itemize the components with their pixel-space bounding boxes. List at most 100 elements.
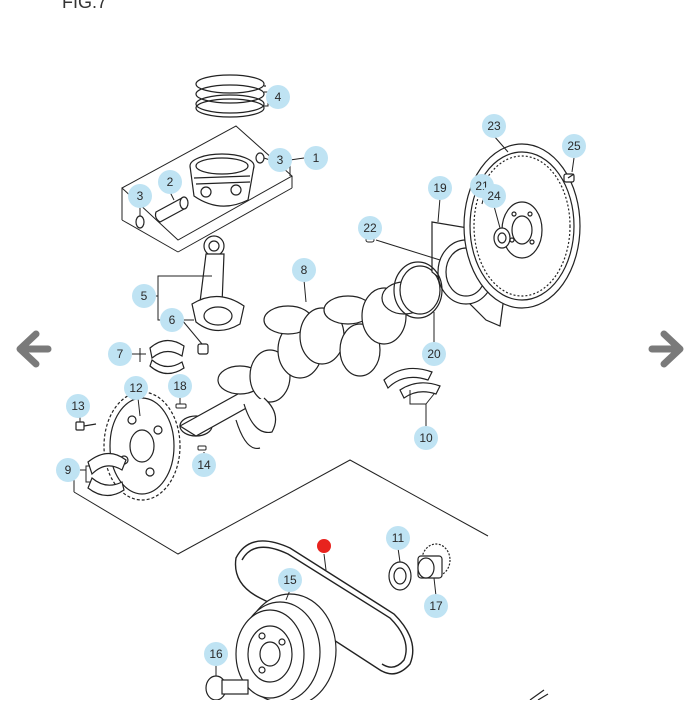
- callout-number: 1: [313, 151, 320, 165]
- callout-7[interactable]: 7: [108, 342, 132, 366]
- callout-number: 14: [197, 458, 211, 472]
- callout-number: 24: [487, 189, 501, 203]
- callout-bubble[interactable]: [304, 146, 328, 170]
- piston: [189, 153, 255, 207]
- callout-19[interactable]: 19: [428, 176, 452, 200]
- callout-bubble[interactable]: [128, 184, 152, 208]
- callout-bubble[interactable]: [562, 134, 586, 158]
- figure-label: FIG.7: [62, 0, 108, 12]
- flywheel-bolt: [563, 173, 575, 183]
- callout-13[interactable]: 13: [66, 394, 90, 418]
- previous-arrow-icon[interactable]: [8, 326, 54, 372]
- callout-bubble[interactable]: [160, 308, 184, 332]
- callout-11[interactable]: 11: [386, 526, 410, 550]
- callout-24[interactable]: 24: [482, 184, 506, 208]
- callout-3[interactable]: 3: [268, 148, 292, 172]
- callout-bubble[interactable]: [266, 85, 290, 109]
- callout-25[interactable]: 25: [562, 134, 586, 158]
- callout-23[interactable]: 23: [482, 114, 506, 138]
- callout-bubble[interactable]: [386, 526, 410, 550]
- callout-bubble[interactable]: [278, 568, 302, 592]
- callout-bubble[interactable]: [204, 642, 228, 666]
- pulley-bolt: [205, 675, 249, 701]
- flywheel: [463, 143, 581, 309]
- callout-bubble[interactable]: [132, 284, 156, 308]
- pulley-key: [197, 445, 207, 451]
- timing-sprocket: [103, 391, 181, 501]
- callout-20[interactable]: 20: [422, 342, 446, 366]
- callout-number: 16: [209, 647, 223, 661]
- callout-bubble[interactable]: [168, 374, 192, 398]
- callout-number: 12: [129, 381, 143, 395]
- callout-17[interactable]: 17: [424, 594, 448, 618]
- callout-bubbles: 1233456789101112131415161718192021222324…: [56, 85, 586, 666]
- callout-12[interactable]: 12: [124, 376, 148, 400]
- callout-number: 7: [117, 347, 124, 361]
- callout-bubble[interactable]: [56, 458, 80, 482]
- callout-number: 18: [173, 379, 187, 393]
- callout-number: 25: [567, 139, 581, 153]
- callout-bubble[interactable]: [414, 426, 438, 450]
- callout-3[interactable]: 3: [128, 184, 152, 208]
- callout-6[interactable]: 6: [160, 308, 184, 332]
- callout-4[interactable]: 4: [266, 85, 290, 109]
- callout-bubble[interactable]: [108, 342, 132, 366]
- crankshaft: [178, 265, 441, 450]
- callout-14[interactable]: 14: [192, 453, 216, 477]
- callout-bubble[interactable]: [424, 594, 448, 618]
- callout-number: 3: [277, 153, 284, 167]
- crank-key: [175, 403, 187, 409]
- callout-15[interactable]: 15: [278, 568, 302, 592]
- callout-bubble[interactable]: [192, 453, 216, 477]
- thrust-bearing: [87, 452, 127, 497]
- callout-18[interactable]: 18: [168, 374, 192, 398]
- callout-number: 22: [363, 221, 377, 235]
- callout-number: 19: [433, 181, 447, 195]
- callout-bubble[interactable]: [428, 176, 452, 200]
- callout-22[interactable]: 22: [358, 216, 382, 240]
- callout-16[interactable]: 16: [204, 642, 228, 666]
- callout-bubble[interactable]: [358, 216, 382, 240]
- callout-9[interactable]: 9: [56, 458, 80, 482]
- leader-lines: [79, 91, 575, 676]
- callout-8[interactable]: 8: [292, 258, 316, 282]
- callout-bubble[interactable]: [482, 184, 506, 208]
- drive-belt: [234, 540, 414, 675]
- callout-number: 2: [167, 175, 174, 189]
- callout-number: 13: [71, 399, 85, 413]
- callout-number: 9: [65, 463, 72, 477]
- pilot-bearing: [493, 227, 511, 249]
- sprocket-bolt: [75, 421, 97, 431]
- callout-5[interactable]: 5: [132, 284, 156, 308]
- callout-number: 23: [487, 119, 501, 133]
- callout-number: 3: [137, 189, 144, 203]
- crank-pulley: [235, 593, 337, 705]
- callout-number: 6: [169, 313, 176, 327]
- callout-number: 11: [392, 531, 405, 545]
- callout-10[interactable]: 10: [414, 426, 438, 450]
- selected-hotspot-marker[interactable]: [317, 539, 331, 553]
- callout-number: 20: [427, 347, 441, 361]
- piston-group-outline: [121, 125, 293, 253]
- callout-number: 15: [283, 573, 297, 587]
- callout-bubble[interactable]: [422, 342, 446, 366]
- callout-bubble[interactable]: [482, 114, 506, 138]
- piston-pin: [154, 196, 189, 223]
- corner-fragment: [529, 689, 549, 701]
- dowel-pin: [365, 237, 441, 261]
- callout-bubble[interactable]: [124, 376, 148, 400]
- callout-bubble[interactable]: [268, 148, 292, 172]
- callout-bubble[interactable]: [158, 170, 182, 194]
- callout-1[interactable]: 1: [304, 146, 328, 170]
- crank-timing-gear: [417, 543, 451, 579]
- callout-number: 4: [275, 90, 282, 104]
- callout-bubble[interactable]: [66, 394, 90, 418]
- callout-number: 5: [141, 289, 148, 303]
- next-arrow-icon[interactable]: [646, 326, 692, 372]
- callout-number: 17: [429, 599, 443, 613]
- callout-number: 10: [419, 431, 433, 445]
- callout-2[interactable]: 2: [158, 170, 182, 194]
- front-oil-seal: [388, 561, 412, 591]
- callout-bubble[interactable]: [292, 258, 316, 282]
